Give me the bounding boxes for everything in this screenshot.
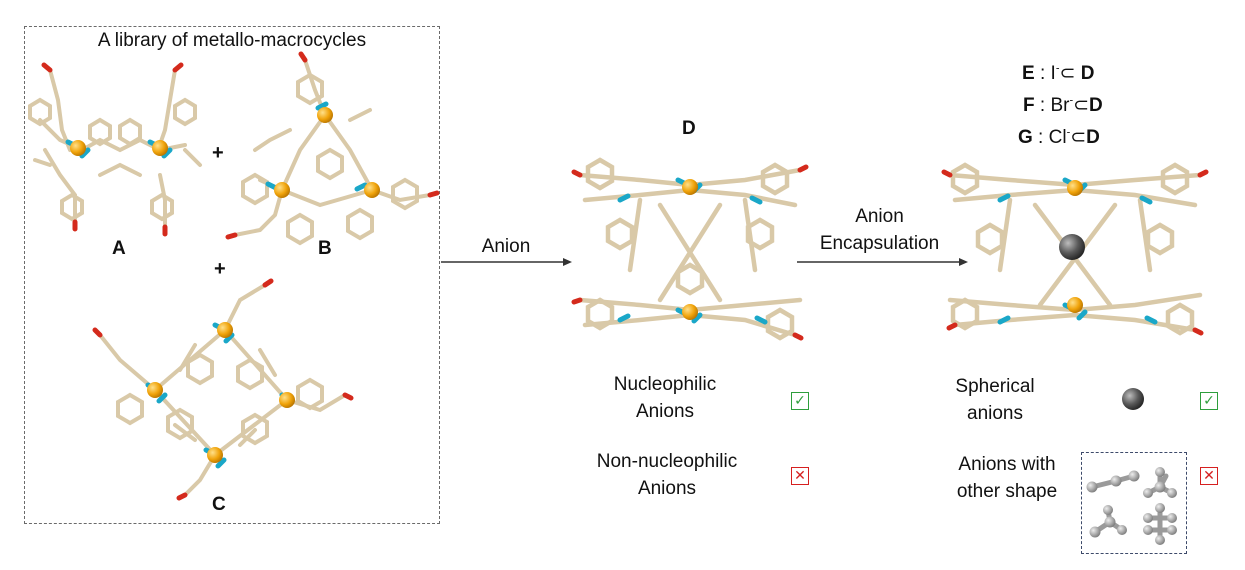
cross-mark-other-shape: ✕: [1200, 467, 1218, 485]
other-shape-anions-box: [1081, 452, 1187, 554]
molecule-b: [233, 58, 432, 246]
check-mark-nucleophilic: ✓: [791, 392, 809, 410]
arrow-label-anion: Anion: [481, 236, 531, 257]
formula-e: E : I-⊂ D: [1022, 62, 1095, 84]
condition-other-shape: Anions with other shape: [956, 454, 1058, 502]
label-a: A: [112, 238, 126, 259]
condition-nucleophilic: Nucleophilic Anions: [613, 374, 717, 422]
formula-g: G : Cl-⊂D: [1018, 126, 1100, 148]
formula-f: F : Br-⊂D: [1023, 94, 1103, 116]
reaction-arrow-anion: [441, 258, 572, 266]
other-shape-anions: [1086, 467, 1177, 545]
condition-spherical: Spherical anions: [955, 376, 1035, 424]
encapsulated-anion: [1059, 234, 1085, 260]
molecule-a: [28, 68, 202, 227]
spherical-anion-sphere: [1122, 388, 1144, 410]
label-b: B: [318, 238, 332, 259]
arrow-label-encapsulation: Encapsulation: [819, 233, 940, 254]
metal-centres: [70, 107, 1083, 463]
cross-mark-non-nucleophilic: ✕: [791, 467, 809, 485]
label-c: C: [212, 494, 226, 515]
library-panel: [24, 26, 440, 524]
check-mark-spherical: ✓: [1200, 392, 1218, 410]
label-d: D: [682, 118, 696, 139]
plus-sign-2: +: [214, 258, 226, 280]
library-title: A library of metallo-macrocycles: [97, 30, 367, 51]
reaction-arrow-encapsulation: [797, 258, 968, 266]
condition-non-nucleophilic: Non-nucleophilic Anions: [596, 451, 738, 499]
arrow-label-anion-2: Anion: [855, 206, 904, 227]
plus-sign-1: +: [212, 142, 224, 164]
